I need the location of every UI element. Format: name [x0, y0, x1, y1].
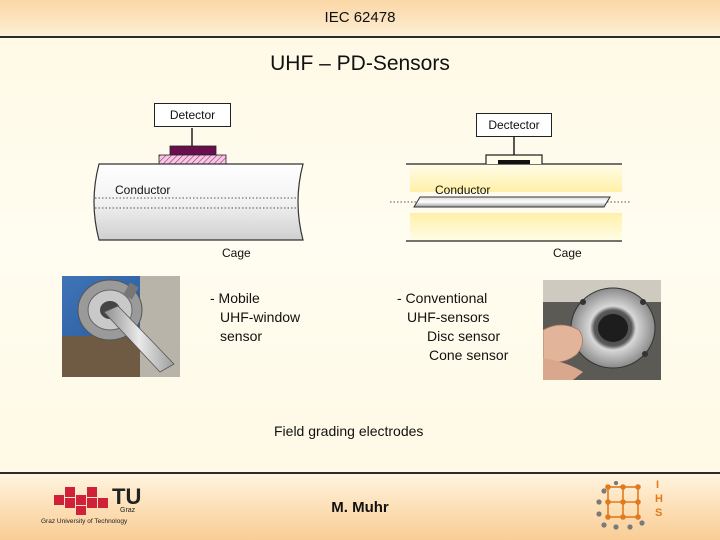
footer-bar [0, 474, 720, 540]
lower-wall [410, 213, 622, 241]
tu-logo-text: TU [112, 484, 142, 509]
right-conductor-label: Conductor [435, 183, 491, 197]
right-sensor-diagram [390, 137, 630, 242]
left-cage-label: Cage [222, 246, 251, 260]
upper-wall [410, 164, 622, 192]
mobile-sensor-line-1: - Mobile [210, 290, 260, 306]
slide-title: UHF – PD-Sensors [270, 52, 450, 75]
ihs-letter-h: H [655, 493, 663, 505]
header-title: IEC 62478 [324, 9, 396, 26]
detector-box: Detector [154, 103, 231, 127]
conventional-sensor-line-4: Cone sensor [429, 347, 509, 363]
tu-logo-sub: Graz [120, 507, 136, 514]
conventional-sensor-line-1: - Conventional [397, 290, 488, 306]
caption: Field grading electrodes [274, 423, 424, 439]
tu-graz-logo: TU Graz Graz University of Technology [41, 484, 154, 529]
mobile-uhf-sensor-photo [62, 276, 180, 377]
conventional-sensor-line-3: Disc sensor [427, 328, 501, 344]
left-sensor-diagram [93, 128, 304, 241]
conductor-rod [413, 196, 611, 208]
sensor-block [169, 145, 217, 156]
left-conductor-label: Conductor [115, 183, 171, 197]
uhf-window [158, 154, 227, 165]
dectector-box: Dectector [476, 113, 552, 137]
right-cage-label: Cage [553, 246, 582, 260]
conventional-sensor-line-2: UHF-sensors [407, 309, 490, 325]
author-name: M. Muhr [331, 499, 389, 516]
footer-divider [0, 472, 720, 474]
tu-logo-caption: Graz University of Technology [41, 518, 128, 525]
ihs-letter-s: S [655, 507, 663, 519]
gis-enclosure [93, 163, 304, 241]
disc-sensor [498, 160, 530, 164]
header-bar [0, 0, 720, 36]
ihs-logo-mark [596, 481, 645, 530]
conventional-uhf-sensor-photo [543, 280, 661, 380]
tu-graz-logo-mark [54, 487, 108, 515]
header-divider [0, 36, 720, 38]
mobile-sensor-line-2: UHF-window [220, 309, 301, 325]
mobile-sensor-line-3: sensor [220, 328, 263, 344]
ihs-letter-i: I [656, 479, 660, 491]
